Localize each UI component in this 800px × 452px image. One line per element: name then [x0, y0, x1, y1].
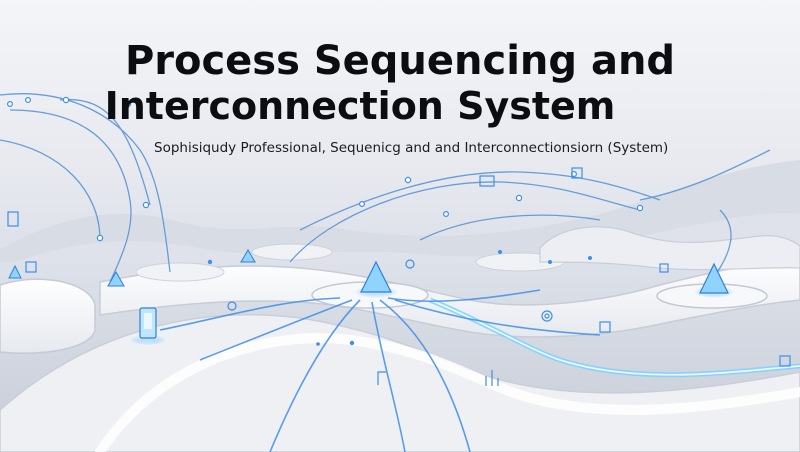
page-title-line-1: Process Sequencing and: [124, 38, 676, 84]
aerial-cables: [0, 93, 771, 283]
round-platform-left: [135, 262, 225, 282]
chart-icon: [7, 167, 791, 386]
node-icon: [207, 250, 592, 346]
gear-icon: [227, 259, 553, 322]
page-title-line-2: Interconnection System: [104, 84, 616, 128]
page-subtitle: Sophisiqudy Professional, Sequenicg and …: [154, 140, 669, 156]
cone-icon: [694, 262, 734, 298]
round-platform-back: [251, 243, 333, 261]
floor-cables: [159, 289, 601, 452]
right-structure: [539, 226, 800, 271]
cone-icon: [240, 249, 256, 263]
cone-icon: [8, 264, 22, 279]
glowing-rail-core: [429, 299, 800, 376]
cone-icon: [107, 270, 125, 287]
cone-icon: [354, 260, 398, 298]
curved-track-front-top: [95, 333, 800, 452]
platform-left: [0, 278, 96, 354]
device-icon: [130, 307, 166, 345]
